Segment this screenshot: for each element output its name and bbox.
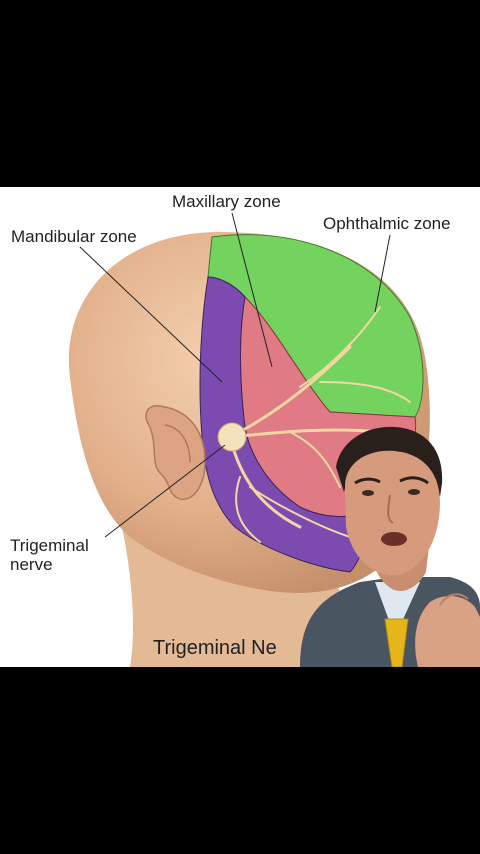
trigeminal-ganglion bbox=[217, 422, 247, 452]
head-illustration bbox=[68, 212, 430, 667]
presenter-hand bbox=[415, 595, 480, 667]
maxillary-zone-label: Maxillary zone bbox=[172, 192, 281, 211]
shirt-collar bbox=[375, 582, 420, 637]
presenter-overlay bbox=[300, 426, 480, 667]
ophthalmic-zone-label: Ophthalmic zone bbox=[323, 214, 451, 233]
tie bbox=[384, 618, 409, 667]
leader-lines bbox=[79, 212, 391, 538]
hair bbox=[336, 426, 443, 497]
video-frame: Maxillary zone Ophthalmic zone Mandibula… bbox=[0, 187, 480, 667]
ear-icon bbox=[145, 405, 206, 501]
mandibular-zone-label: Mandibular zone bbox=[11, 227, 137, 246]
presenter-face bbox=[345, 450, 440, 576]
diagram-caption: Trigeminal Ne bbox=[153, 637, 277, 659]
trigeminal-nerve-label: Trigeminal nerve bbox=[10, 536, 89, 574]
